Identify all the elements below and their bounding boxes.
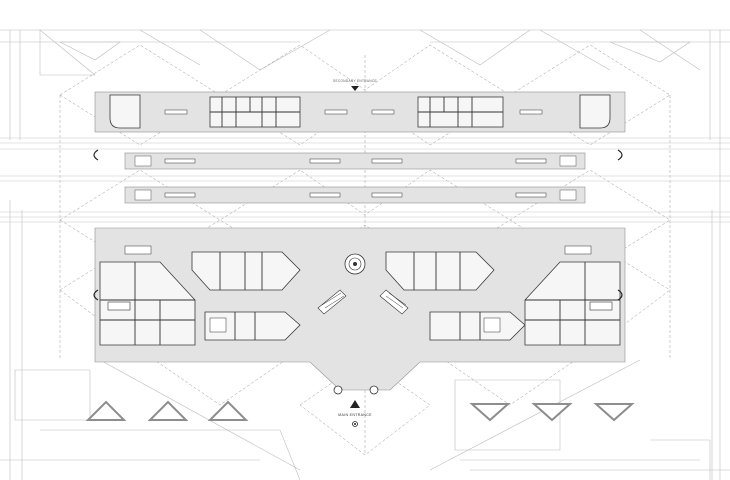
central-escalator-left [317, 289, 347, 315]
railway-tracks [0, 137, 730, 223]
main-entrance-arrow-icon [350, 400, 360, 408]
central-escalator-right [379, 289, 409, 315]
plaza-triangles [85, 400, 635, 422]
main-entrance-point-icon [352, 421, 358, 427]
site-context [0, 29, 730, 480]
north-entrance-arrow-icon [351, 86, 359, 91]
north-concourse: SECONDARY ENTRANCE [93, 79, 626, 161]
main-concourse [93, 227, 626, 395]
platform-2 [124, 186, 586, 204]
north-entrance-label: SECONDARY ENTRANCE [333, 79, 377, 83]
platform-1 [124, 152, 586, 170]
main-entrance-label: MAIN ENTRANCE [338, 413, 372, 417]
